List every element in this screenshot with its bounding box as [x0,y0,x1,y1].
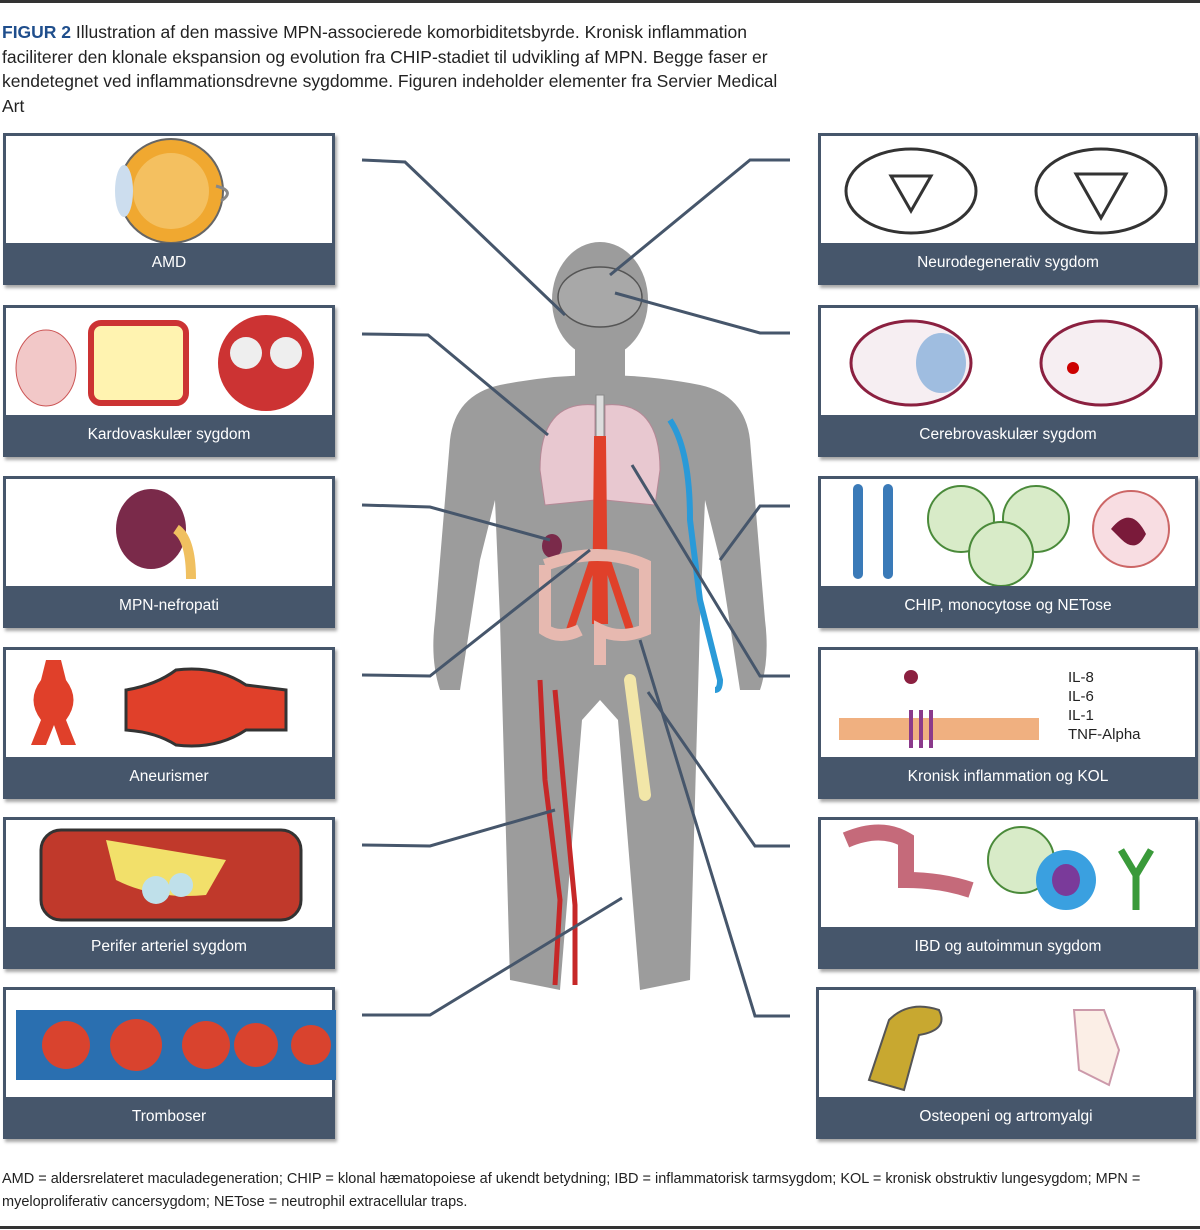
vein-icon [667,418,724,693]
box-label: Osteopeni og artromyalgi [819,1097,1193,1136]
stroke-brain-icon [849,319,1163,407]
box-label: Tromboser [6,1097,332,1136]
kidney-icon [116,489,196,580]
box-label: AMD [6,243,332,282]
lung-right-icon [604,404,661,506]
ibd-immune-icon [842,824,1155,910]
cytokine-label: IL-6 [1068,688,1094,705]
box-label: Cerebrovaskulær sygdom [821,415,1195,454]
top-rule [0,0,1200,3]
membrane-receptor-icon [839,670,1039,748]
box-kardiovaskulaer: Kardovaskulær sygdom [3,305,335,457]
box-label: Kardovaskulær sygdom [6,415,332,454]
aneurysm-icon [31,660,288,748]
cells-icon [853,484,1170,586]
human-body-silhouette [433,242,767,990]
box-aneurismer: Aneurismer [3,647,335,799]
box-label: MPN-nefropati [6,586,332,625]
heart-vessel-icon [15,315,314,411]
box-label: Perifer arteriel sygdom [6,927,332,966]
box-label: Kronisk inflammation og KOL [821,757,1195,796]
box-tromboser: Tromboser [3,987,336,1139]
box-perifer: Perifer arteriel sygdom [3,817,335,969]
thrombus-icon [16,1010,336,1080]
bottom-rule [0,1226,1200,1229]
box-cerebrovaskulaer: Cerebrovaskulær sygdom [818,305,1198,457]
box-label: Aneurismer [6,757,332,796]
box-label: CHIP, monocytose og NETose [821,586,1195,625]
leg-artery-icon [537,679,578,986]
cytokine-label: IL-8 [1068,669,1094,686]
abbreviation-footnote: AMD = aldersrelateret maculadegeneration… [2,1171,1141,1210]
lung-left-icon [539,404,596,506]
plaque-artery-icon [39,828,303,922]
box-osteopeni: Osteopeni og artromyalgi [816,987,1196,1139]
brain-section-icon [844,147,1168,235]
box-amd: AMD [3,133,335,285]
figure-caption: FIGUR 2 Illustration af den massive MPN-… [2,20,792,118]
connector-lines [361,158,790,1018]
figure-label: FIGUR 2 [2,22,72,42]
box-label: Neurodegenerativ sygdom [821,243,1195,282]
box-kol: Kronisk inflammation og KOL [818,647,1198,799]
cytokine-label: TNF-Alpha [1068,726,1141,743]
eye-icon [115,138,229,243]
cytokine-label: IL-1 [1068,707,1094,724]
box-label: IBD og autoimmun sygdom [821,927,1195,966]
femur-icon [624,674,651,801]
cytokine-list: IL-8 IL-6 IL-1 TNF-Alpha [1068,668,1141,744]
box-ibd: IBD og autoimmun sygdom [818,817,1198,969]
caption-text: Illustration af den massive MPN-associer… [2,22,778,116]
box-chip: CHIP, monocytose og NETose [818,476,1198,628]
box-nefropati: MPN-nefropati [3,476,335,628]
intestine-icon [539,549,651,665]
bone-hand-icon [867,1005,1121,1092]
box-neurodegenerativ: Neurodegenerativ sygdom [818,133,1198,285]
brain-icon [557,266,643,328]
